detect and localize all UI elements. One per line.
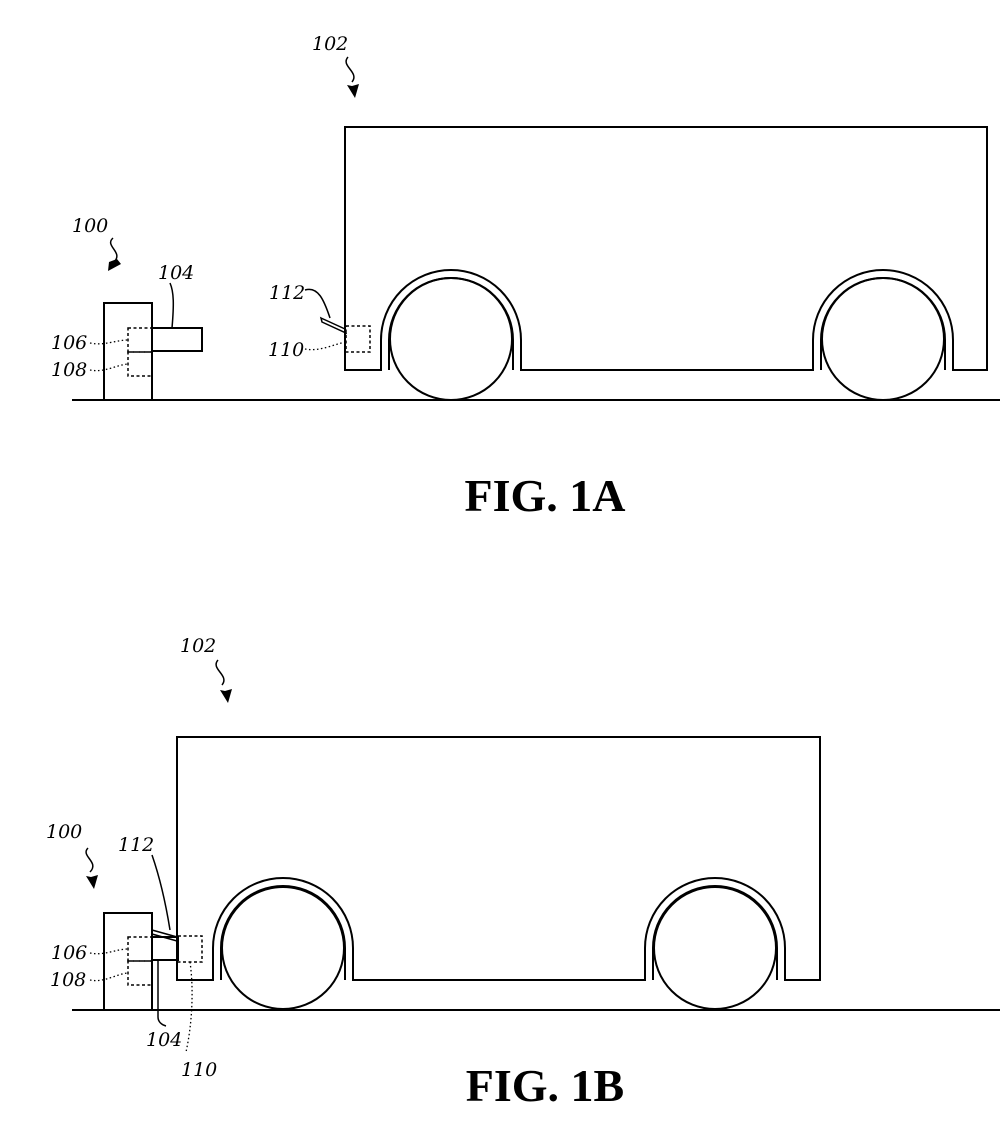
label-106: 106: [51, 942, 87, 964]
wheel-arch-rear: [652, 885, 778, 980]
contact-112: [151, 929, 178, 942]
label-104: 104: [158, 262, 194, 284]
label-108: 108: [51, 359, 87, 381]
contact-112: [319, 316, 348, 335]
leader-110: [185, 961, 193, 1053]
charge-port-110: [177, 935, 203, 963]
vehicle-body: [176, 736, 821, 981]
vehicle-body: [344, 126, 988, 371]
component-108-box: [127, 351, 153, 377]
wheel-rear: [821, 277, 945, 401]
label-100: 100: [72, 215, 108, 237]
wheel-arch-rear: [820, 277, 946, 370]
wheel-front: [389, 277, 513, 401]
component-106-box: [127, 327, 153, 353]
leader-112: [151, 854, 171, 931]
leader-112: [304, 288, 331, 319]
component-106-box: [127, 936, 153, 962]
leader-106: [89, 339, 129, 345]
leader-102: [215, 659, 225, 686]
label-110: 110: [268, 339, 304, 361]
charging-arm-104: [151, 327, 203, 352]
label-106: 106: [51, 332, 87, 354]
label-102: 102: [180, 635, 216, 657]
leader-104: [169, 282, 175, 329]
label-100: 100: [46, 821, 82, 843]
label-110: 110: [181, 1059, 217, 1081]
figure-caption: FIG. 1A: [465, 470, 626, 521]
arrowhead-100: [86, 875, 98, 889]
arrowhead-102: [220, 689, 232, 703]
figure-1a: 102 100 104 112 106 110 108 FIG. 1A: [51, 33, 1000, 521]
arrowhead-102: [347, 84, 359, 98]
leader-106: [89, 948, 129, 955]
component-108-box: [127, 960, 153, 986]
arrowhead-100: [108, 259, 121, 271]
label-104: 104: [146, 1029, 182, 1051]
figure-1b: 102 100 112 106 108 104 110 FIG. 1B: [46, 635, 1000, 1111]
label-108: 108: [50, 969, 86, 991]
label-102: 102: [312, 33, 348, 55]
figure-caption: FIG. 1B: [466, 1060, 624, 1111]
wheel-arch-front: [388, 277, 514, 370]
label-112: 112: [269, 282, 305, 304]
leader-100: [110, 237, 118, 263]
wheel-arch-front: [220, 885, 346, 980]
wheel-front: [221, 886, 345, 1010]
leader-100: [85, 847, 94, 873]
label-112: 112: [118, 834, 154, 856]
leader-108: [89, 363, 129, 372]
charge-port-110: [345, 325, 371, 353]
leader-108: [89, 972, 129, 982]
leader-102: [345, 56, 355, 83]
leader-104: [157, 960, 167, 1027]
leader-110: [304, 341, 347, 351]
wheel-rear: [653, 886, 777, 1010]
